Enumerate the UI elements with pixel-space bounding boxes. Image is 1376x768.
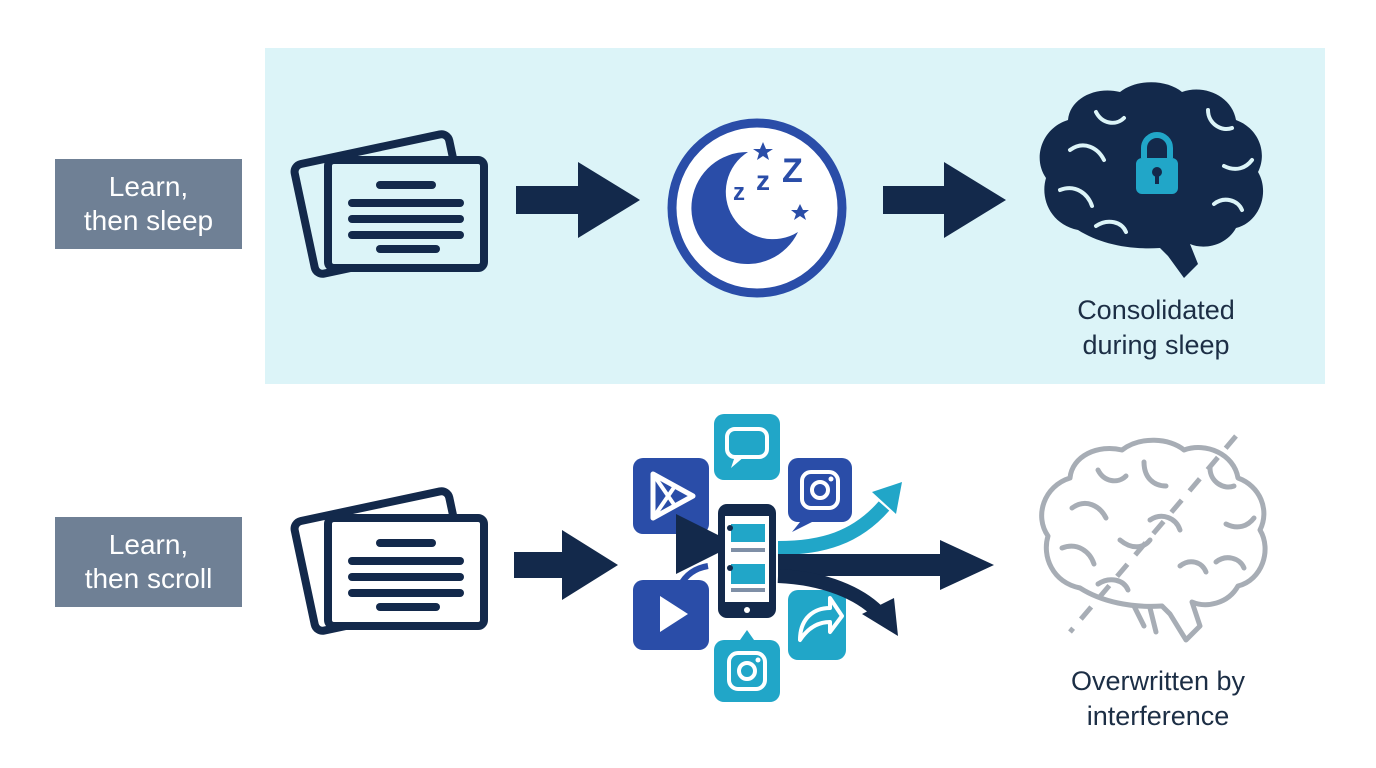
interference-slash (1068, 434, 1238, 634)
arrow-right-icon-3 (514, 530, 618, 600)
chat-bubble-icon (714, 414, 780, 480)
arrow-right-icon (516, 162, 640, 238)
row-label-line: Learn, (108, 529, 189, 560)
row-label-line: Learn, (108, 171, 189, 202)
row-label-scroll: Learn, then scroll (55, 517, 242, 607)
arrow-right-icon-2 (883, 162, 1006, 238)
scatter-arrows (777, 482, 994, 636)
caption-overwritten: Overwritten by interference (1028, 664, 1288, 734)
faded-brain-icon (1039, 437, 1268, 643)
smartphone-icon (718, 504, 776, 618)
caption-line: during sleep (1082, 330, 1230, 360)
video-play-icon (633, 580, 709, 650)
moon-sleep-icon: z z Z (667, 118, 847, 298)
play-store-icon (633, 458, 709, 534)
caption-consolidated: Consolidated during sleep (1026, 293, 1286, 363)
flashcards-icon (290, 130, 488, 278)
row-label-sleep: Learn, then sleep (55, 159, 242, 249)
svg-text:Z: Z (782, 152, 803, 190)
brain-lock-icon (1039, 82, 1264, 278)
svg-text:z: z (756, 165, 770, 196)
instagram-icon (788, 458, 852, 532)
flashcards-icon-2 (290, 487, 488, 635)
caption-line: Overwritten by (1070, 666, 1246, 696)
caption-line: interference (1086, 701, 1230, 731)
row-label-line: then sleep (83, 205, 214, 236)
instagram-icon-2 (714, 630, 780, 702)
row-label-line: then scroll (84, 563, 213, 594)
svg-text:z: z (733, 179, 745, 206)
share-icon (788, 590, 846, 660)
caption-line: Consolidated (1077, 295, 1235, 325)
